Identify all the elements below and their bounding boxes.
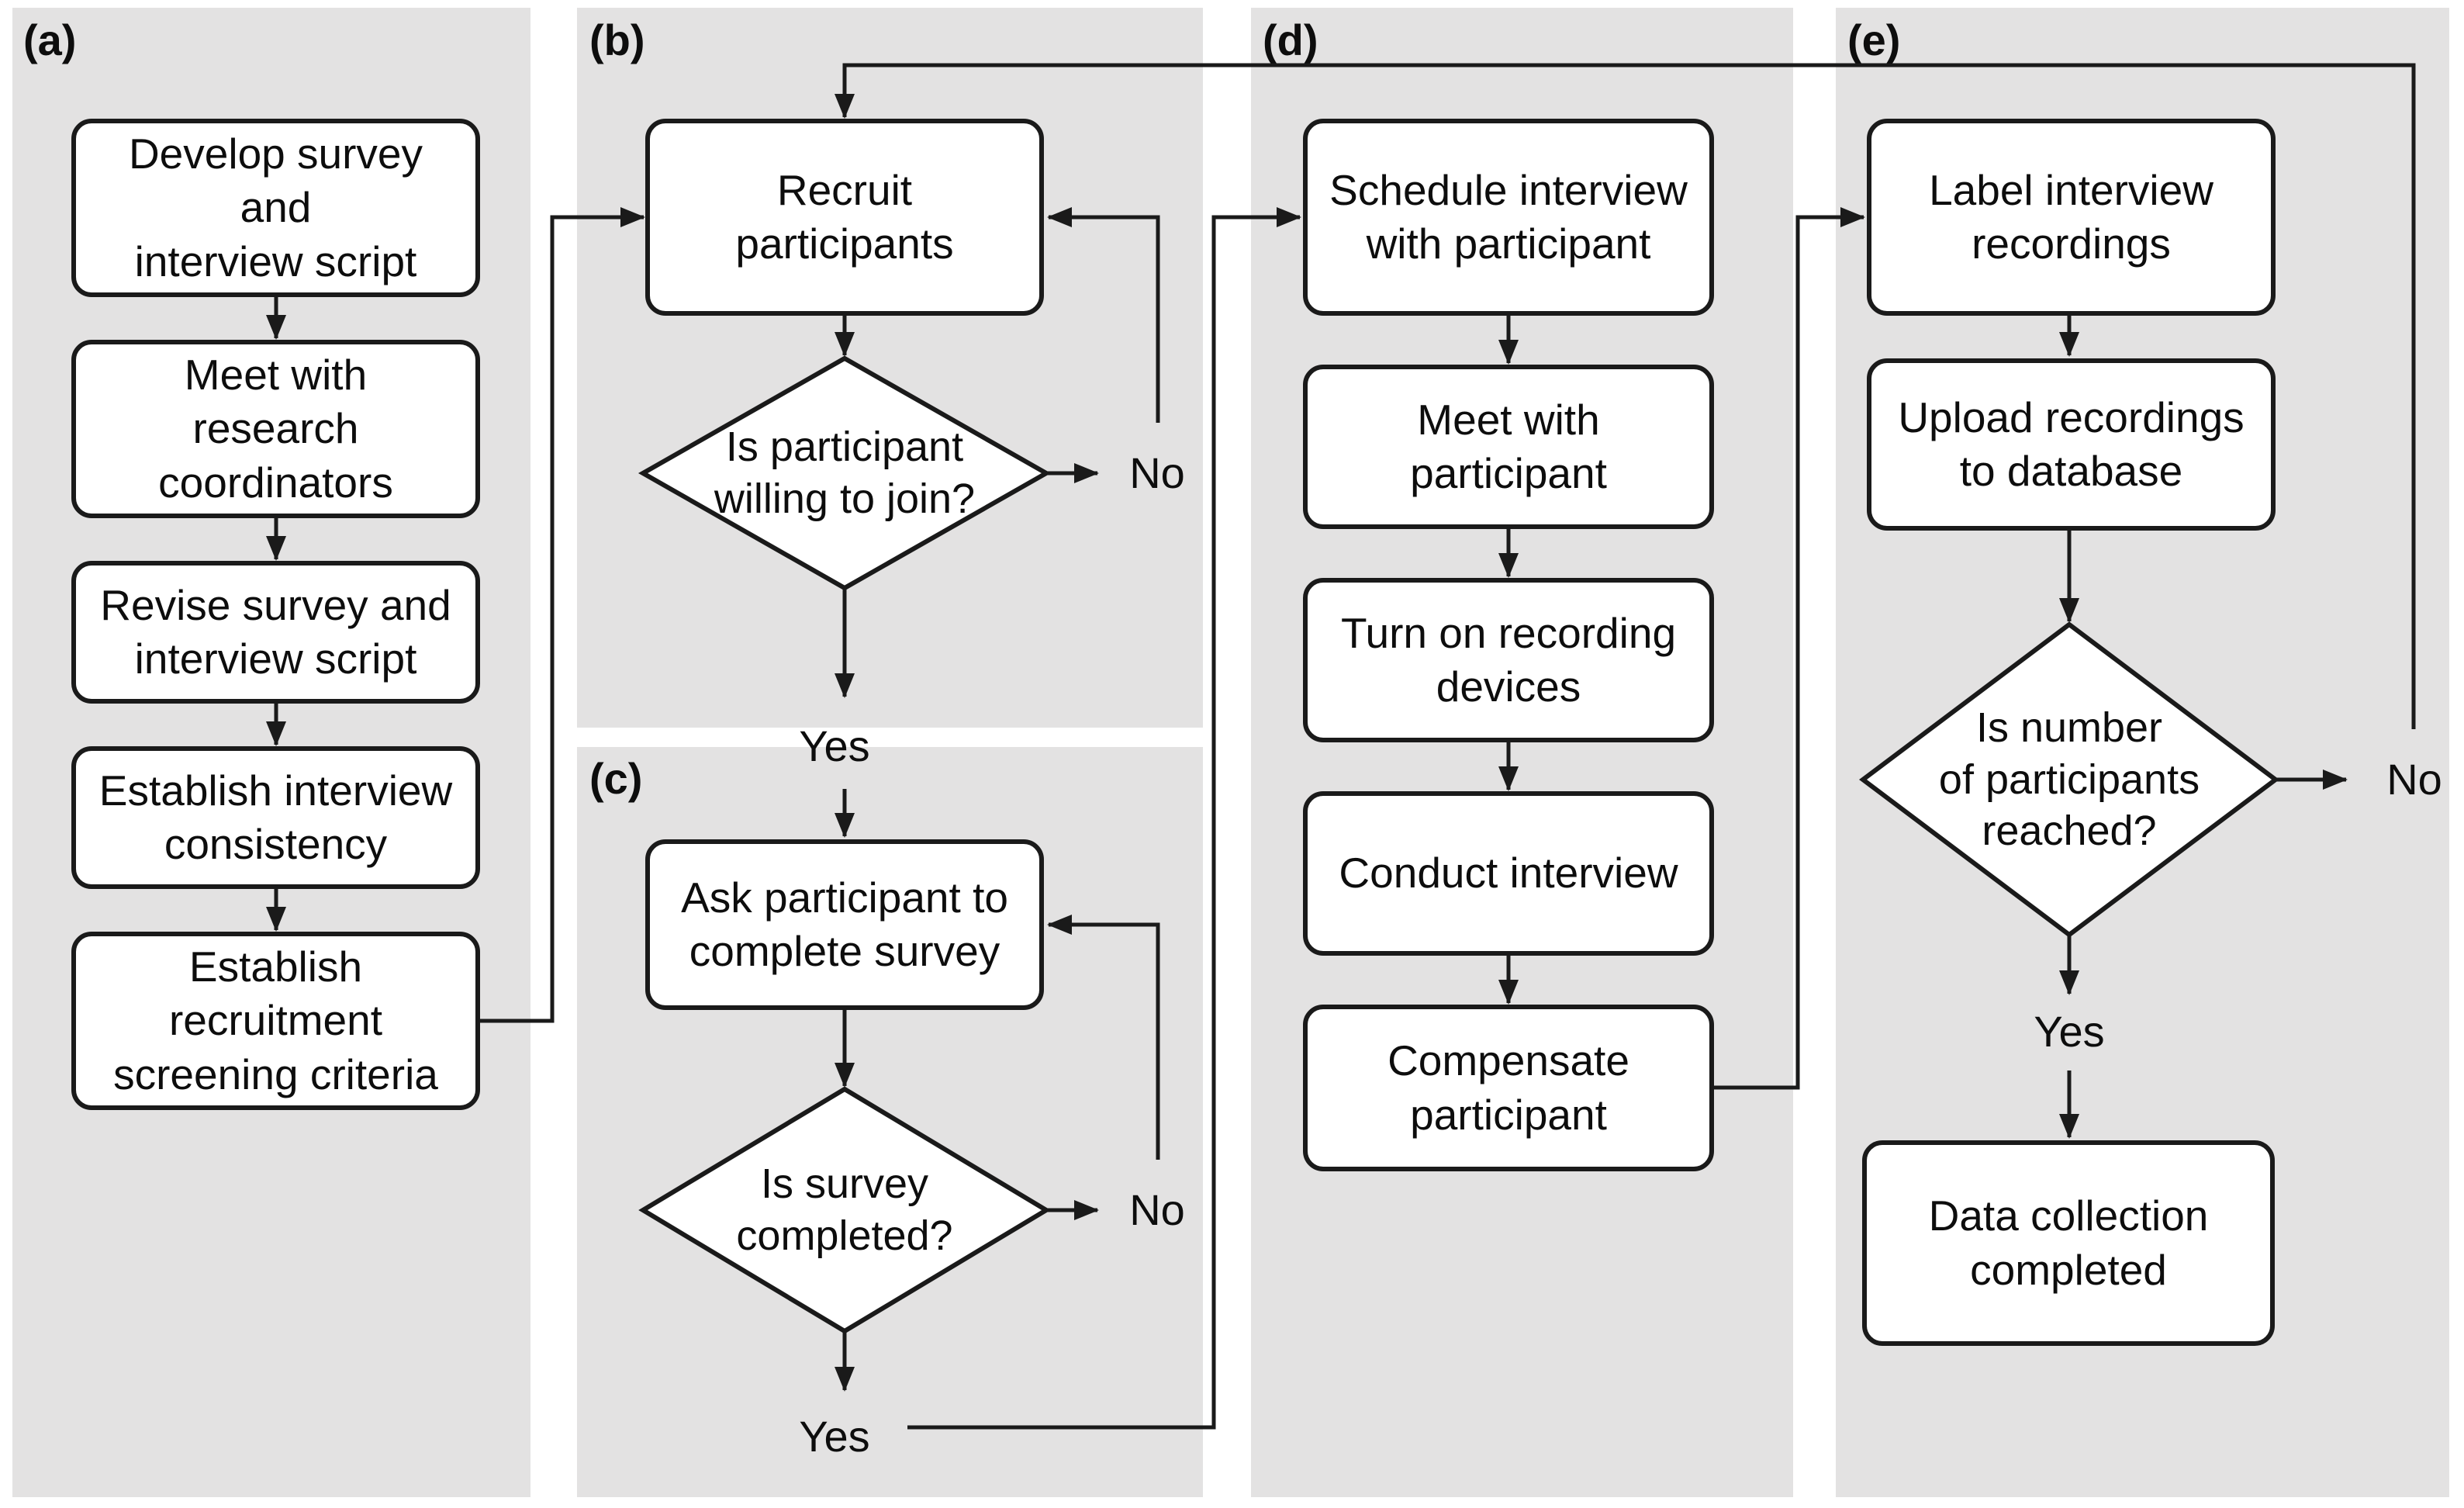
node-conduct-interview: Conduct interview	[1303, 791, 1714, 956]
node-establish-screening-criteria: Establish recruitment screening criteria	[71, 932, 480, 1110]
decision-participants-reached-shape	[1859, 621, 2279, 938]
edge-survey-no-loop	[1047, 915, 1160, 1160]
label-survey-yes: Yes	[799, 1412, 870, 1461]
node-data-collection-completed: Data collection completed	[1862, 1140, 2275, 1346]
node-recruit-participants: Recruit participants	[645, 119, 1044, 316]
panel-e-tag: (e)	[1847, 16, 1901, 64]
panel-b-tag: (b)	[589, 16, 645, 64]
edge-e-no-return-to-recruit	[835, 63, 2416, 729]
panel-d-tag: (d)	[1263, 16, 1318, 64]
node-label-recordings: Label interview recordings	[1867, 119, 2276, 316]
node-turn-on-recording: Turn on recording devices	[1303, 578, 1714, 742]
edge-survey-yes-to-schedule	[907, 207, 1301, 1430]
edge-compensate-to-label	[1714, 207, 1865, 1090]
edge-willing-no-loop	[1047, 207, 1160, 423]
decision-survey-completed-shape	[638, 1086, 1051, 1334]
label-reached-no: No	[2386, 755, 2442, 804]
node-upload-recordings: Upload recordings to database	[1867, 358, 2276, 531]
panel-c-tag: (c)	[589, 754, 643, 803]
label-reached-yes: Yes	[2034, 1007, 2105, 1056]
panel-a-tag: (a)	[23, 16, 77, 64]
label-willing-no: No	[1129, 448, 1185, 497]
node-establish-consistency: Establish interview consistency	[71, 746, 480, 889]
node-compensate-participant: Compensate participant	[1303, 1005, 1714, 1171]
decision-willing-shape	[638, 355, 1052, 591]
label-willing-yes: Yes	[799, 721, 870, 770]
node-meet-participant: Meet with participant	[1303, 365, 1714, 529]
edge-a-criteria-to-recruit	[480, 207, 645, 1023]
node-develop-survey: Develop survey and interview script	[71, 119, 480, 297]
node-meet-research-coordinators: Meet with research coordinators	[71, 340, 480, 518]
node-ask-complete-survey: Ask participant to complete survey	[645, 839, 1044, 1010]
label-survey-no: No	[1129, 1185, 1185, 1234]
node-schedule-interview: Schedule interview with participant	[1303, 119, 1714, 316]
node-revise-survey: Revise survey and interview script	[71, 561, 480, 704]
